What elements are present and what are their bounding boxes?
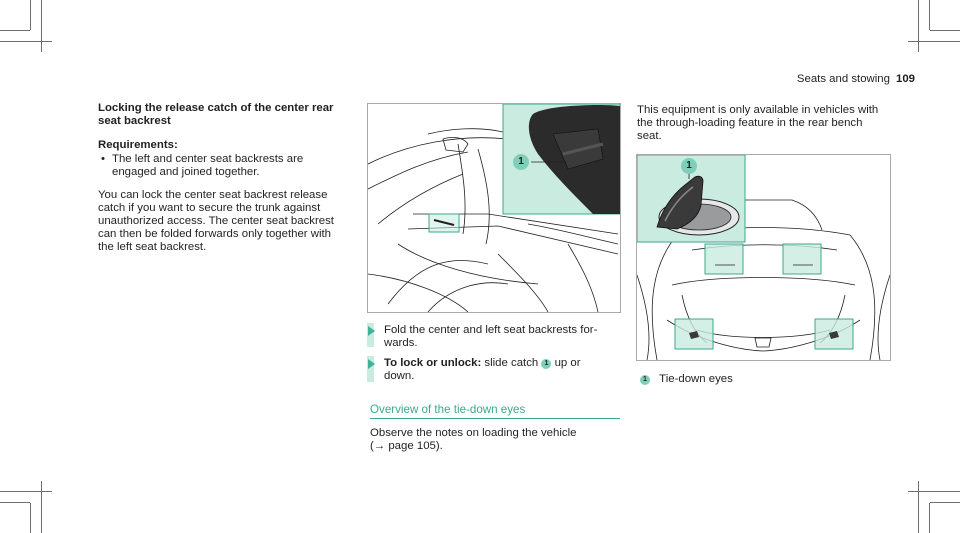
figure-tie-down-eyes: 1 [636,154,891,361]
legend-text: Tie-down eyes [659,373,733,385]
step-bar-2 [367,356,374,382]
seat-backrest-illustration [368,104,620,312]
figure2-callout: 1 [681,158,697,174]
requirements-label: Requirements: [98,139,178,151]
legend-callout: 1 [640,375,650,385]
header-section: Seats and stowing [796,73,890,85]
step-fold-backrests: Fold the center and left seat backrests … [384,324,598,349]
trunk-illustration [637,155,890,360]
page-number: 109 [895,73,915,85]
section-title-tie-down: Overview of the tie-down eyes [370,403,526,416]
figure1-callout: 1 [513,154,529,170]
requirements-list: The left and center seat backrests are e… [98,153,358,179]
step-callout: 1 [541,359,552,369]
step-arrow-icon [368,326,375,336]
figure-release-catch: 1 [367,103,621,313]
section-divider [370,418,620,419]
requirement-item: The left and center seat backrests are e… [98,153,358,179]
section-title-locking: Locking the release catch of the center … [98,102,334,127]
tie-down-paragraph: Observe the notes on loading the vehicle… [370,427,577,452]
figure-legend: 1 Tie-down eyes [640,373,733,386]
equipment-paragraph: This equipment is only available in vehi… [637,104,879,142]
step-arrow-icon [368,359,375,369]
running-header: Seats and stowing 109 [797,73,915,85]
step-lock-unlock: To lock or unlock: slide catch 1 up or d… [384,357,581,382]
locking-paragraph: You can lock the center seat backrest re… [98,189,334,253]
